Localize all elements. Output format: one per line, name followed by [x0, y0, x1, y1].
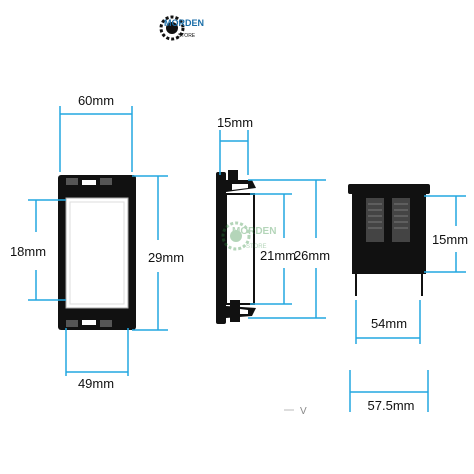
front-top-clip — [100, 178, 112, 185]
watermark-subtext: STORE — [246, 244, 267, 250]
logo-subtext: STORE — [178, 33, 196, 39]
top-height-label: 15mm — [432, 232, 468, 247]
top-outer-width-label: 57.5mm — [368, 398, 415, 413]
front-window — [65, 197, 129, 309]
side-depth-label: 15mm — [217, 115, 253, 130]
footer-mark: V — [284, 406, 307, 417]
top-clip-right — [392, 198, 410, 242]
front-bottom-clip — [100, 320, 112, 327]
top-view: 15mm 54mm 57.5mm — [348, 184, 468, 413]
logo-text: MORDEN — [164, 18, 204, 28]
front-bottom-clip — [66, 320, 78, 327]
side-body — [225, 193, 255, 305]
front-inner-height-label: 18mm — [10, 244, 46, 259]
front-top-notch — [82, 180, 96, 185]
front-top-clip — [66, 178, 78, 185]
front-width-label: 60mm — [78, 93, 114, 108]
side-front-plate — [216, 172, 226, 324]
top-clip-left — [366, 198, 384, 242]
side-view: MORDEN STORE 15mm 21mm 26mm — [216, 115, 330, 324]
side-inner-height-label: 21mm — [260, 248, 296, 263]
front-bottom-width-label: 49mm — [78, 376, 114, 391]
front-bottom-notch — [82, 320, 96, 325]
watermark: MORDEN STORE — [221, 221, 276, 251]
top-inner-width-label: 54mm — [371, 316, 407, 331]
footer-mark-text: V — [300, 406, 307, 417]
front-view: 60mm 18mm 29mm 49mm — [10, 93, 184, 391]
top-front-lip — [348, 184, 430, 194]
morden-store-logo: MORDEN STORE — [159, 15, 204, 41]
top-body — [352, 194, 426, 274]
watermark-text: MORDEN — [232, 226, 276, 237]
front-outer-height-label: 29mm — [148, 250, 184, 265]
side-outer-height-label: 26mm — [294, 248, 330, 263]
